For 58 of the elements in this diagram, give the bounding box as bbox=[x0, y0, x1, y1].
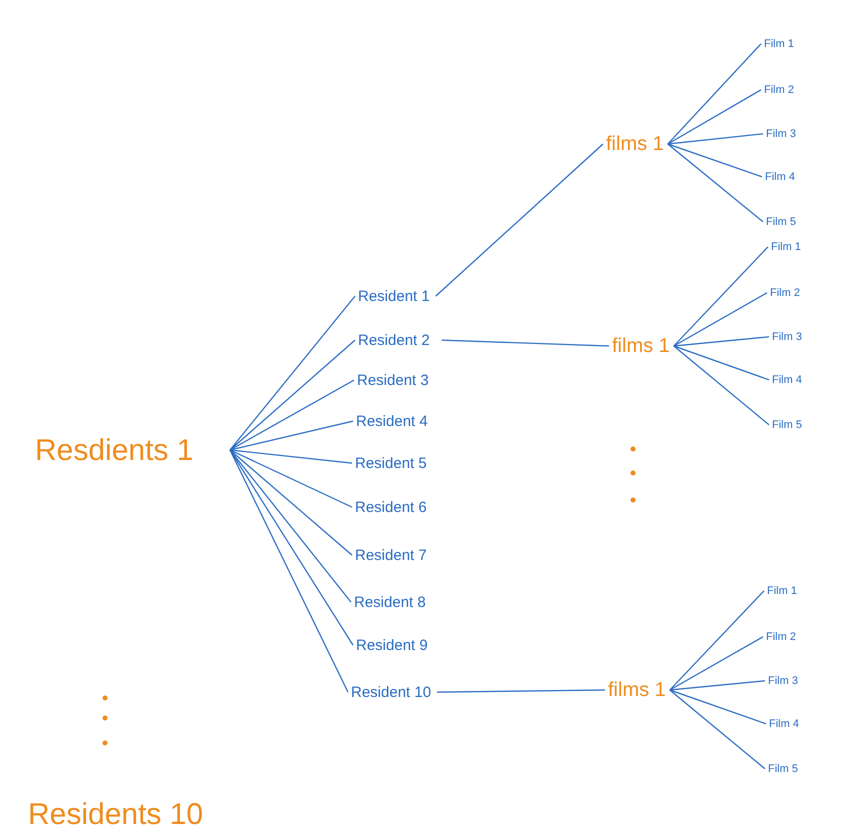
connector-line bbox=[674, 345, 770, 380]
connector-line bbox=[673, 346, 770, 426]
film-label: Film 4 bbox=[765, 170, 795, 184]
connector-line bbox=[230, 450, 352, 602]
film-label: Film 5 bbox=[768, 762, 798, 776]
connector-line bbox=[670, 636, 764, 691]
connector-line bbox=[668, 133, 764, 145]
connector-line bbox=[230, 296, 356, 450]
film-label: Film 3 bbox=[772, 330, 802, 344]
connector-line bbox=[229, 450, 349, 692]
film-label: Film 1 bbox=[767, 584, 797, 598]
connector-line bbox=[667, 144, 764, 222]
film-label: Film 4 bbox=[769, 718, 799, 730]
resident-label: Resident 9 bbox=[356, 636, 428, 654]
resident-label: Resident 5 bbox=[355, 454, 427, 472]
film-label: Film 2 bbox=[770, 286, 800, 300]
films-label: films 1 bbox=[608, 678, 666, 702]
film-label: Film 3 bbox=[766, 128, 796, 140]
resident-label: Resident 8 bbox=[354, 594, 426, 611]
connector-line bbox=[230, 449, 352, 464]
connector-line bbox=[669, 690, 766, 770]
films-label: films 1 bbox=[612, 334, 670, 358]
connector-line bbox=[442, 340, 610, 347]
connector-line bbox=[230, 450, 354, 646]
film-label: Film 1 bbox=[771, 240, 801, 254]
group-heading: Residents 10 bbox=[28, 798, 204, 832]
resident-label: Resident 10 bbox=[351, 684, 432, 701]
films-label: films 1 bbox=[606, 132, 664, 156]
resident-label: Resident 7 bbox=[355, 546, 427, 564]
resident-label: Resident 1 bbox=[358, 288, 430, 305]
connector-line bbox=[230, 449, 352, 508]
resident-label: Resident 3 bbox=[357, 372, 429, 389]
connector-line bbox=[674, 336, 770, 347]
connector-line bbox=[230, 450, 352, 556]
film-label: Film 5 bbox=[766, 216, 796, 228]
connector-line bbox=[670, 680, 766, 691]
film-label: Film 2 bbox=[764, 84, 794, 96]
connector-line bbox=[437, 689, 605, 693]
connector-line bbox=[435, 144, 604, 297]
connector-line bbox=[230, 380, 354, 451]
film-label: Film 3 bbox=[768, 674, 798, 688]
film-label: Film 1 bbox=[764, 38, 794, 50]
resident-label: Resident 4 bbox=[356, 412, 428, 430]
connector-line bbox=[668, 89, 762, 145]
film-label: Film 2 bbox=[766, 630, 796, 644]
film-label: Film 5 bbox=[772, 418, 802, 432]
resident-label: Resident 2 bbox=[358, 332, 430, 349]
connector-line bbox=[668, 143, 762, 178]
connector-line bbox=[673, 246, 768, 346]
group-heading: Resdients 1 bbox=[35, 434, 194, 468]
connector-line bbox=[669, 590, 764, 690]
connector-line bbox=[230, 340, 356, 450]
connector-line bbox=[674, 292, 768, 347]
film-label: Film 4 bbox=[772, 374, 802, 386]
connector-line bbox=[230, 420, 354, 451]
connector-line bbox=[670, 689, 766, 724]
resident-label: Resident 6 bbox=[355, 498, 427, 516]
connector-line bbox=[667, 43, 762, 144]
